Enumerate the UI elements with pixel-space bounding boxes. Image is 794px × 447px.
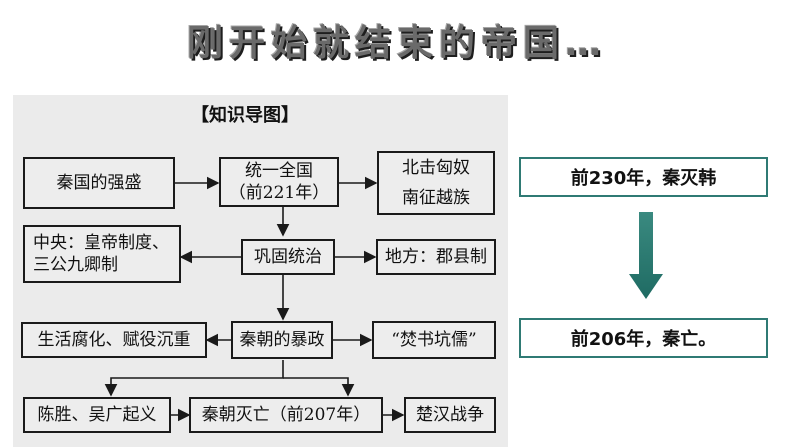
node-uprising: 陈胜、吴广起义 [23,397,171,433]
arrow-tyranny-to-uprising [104,360,284,397]
node-south: 南征越族 [402,187,470,208]
arrow-tyranny-to-fall [283,377,355,397]
node-consolidate: 巩固统治 [241,239,335,275]
node-central: 中央：皇帝制度、 三公九卿制 [23,225,181,283]
node-central-line2: 三公九卿制 [33,255,118,275]
mind-map-heading: 【知识导图】 [191,105,299,126]
node-foreign-campaigns: 北击匈奴 南征越族 [377,151,495,215]
node-central-line1: 中央：皇帝制度、 [33,232,169,253]
node-qin-power: 秦国的强盛 [23,157,175,209]
node-north: 北击匈奴 [402,157,470,178]
node-unify-line1: 统一全国 [245,160,313,181]
slide-title: 刚开始就结束的帝国… [186,23,607,64]
node-unify-line2: （前221年） [228,183,330,203]
node-tyranny: 秦朝的暴政 [231,321,333,359]
timeline-event-230bc: 前230年，秦灭韩 [519,157,768,197]
node-local: 地方：郡县制 [376,239,496,275]
mind-map-photo: 【知识导图】 秦国的强盛 统一全国 （前221年） 北击匈奴 南征越族 中央：皇… [13,95,508,447]
node-chu-han: 楚汉战争 [404,397,496,433]
node-unify: 统一全国 （前221年） [219,157,339,207]
timeline-down-arrow [629,212,663,299]
node-fall: 秦朝灭亡（前207年） [189,397,383,433]
timeline-event-206bc: 前206年，秦亡。 [519,318,768,358]
node-burn-books: “焚书坑儒” [372,321,496,359]
node-corrupt: 生活腐化、赋役沉重 [21,322,207,358]
